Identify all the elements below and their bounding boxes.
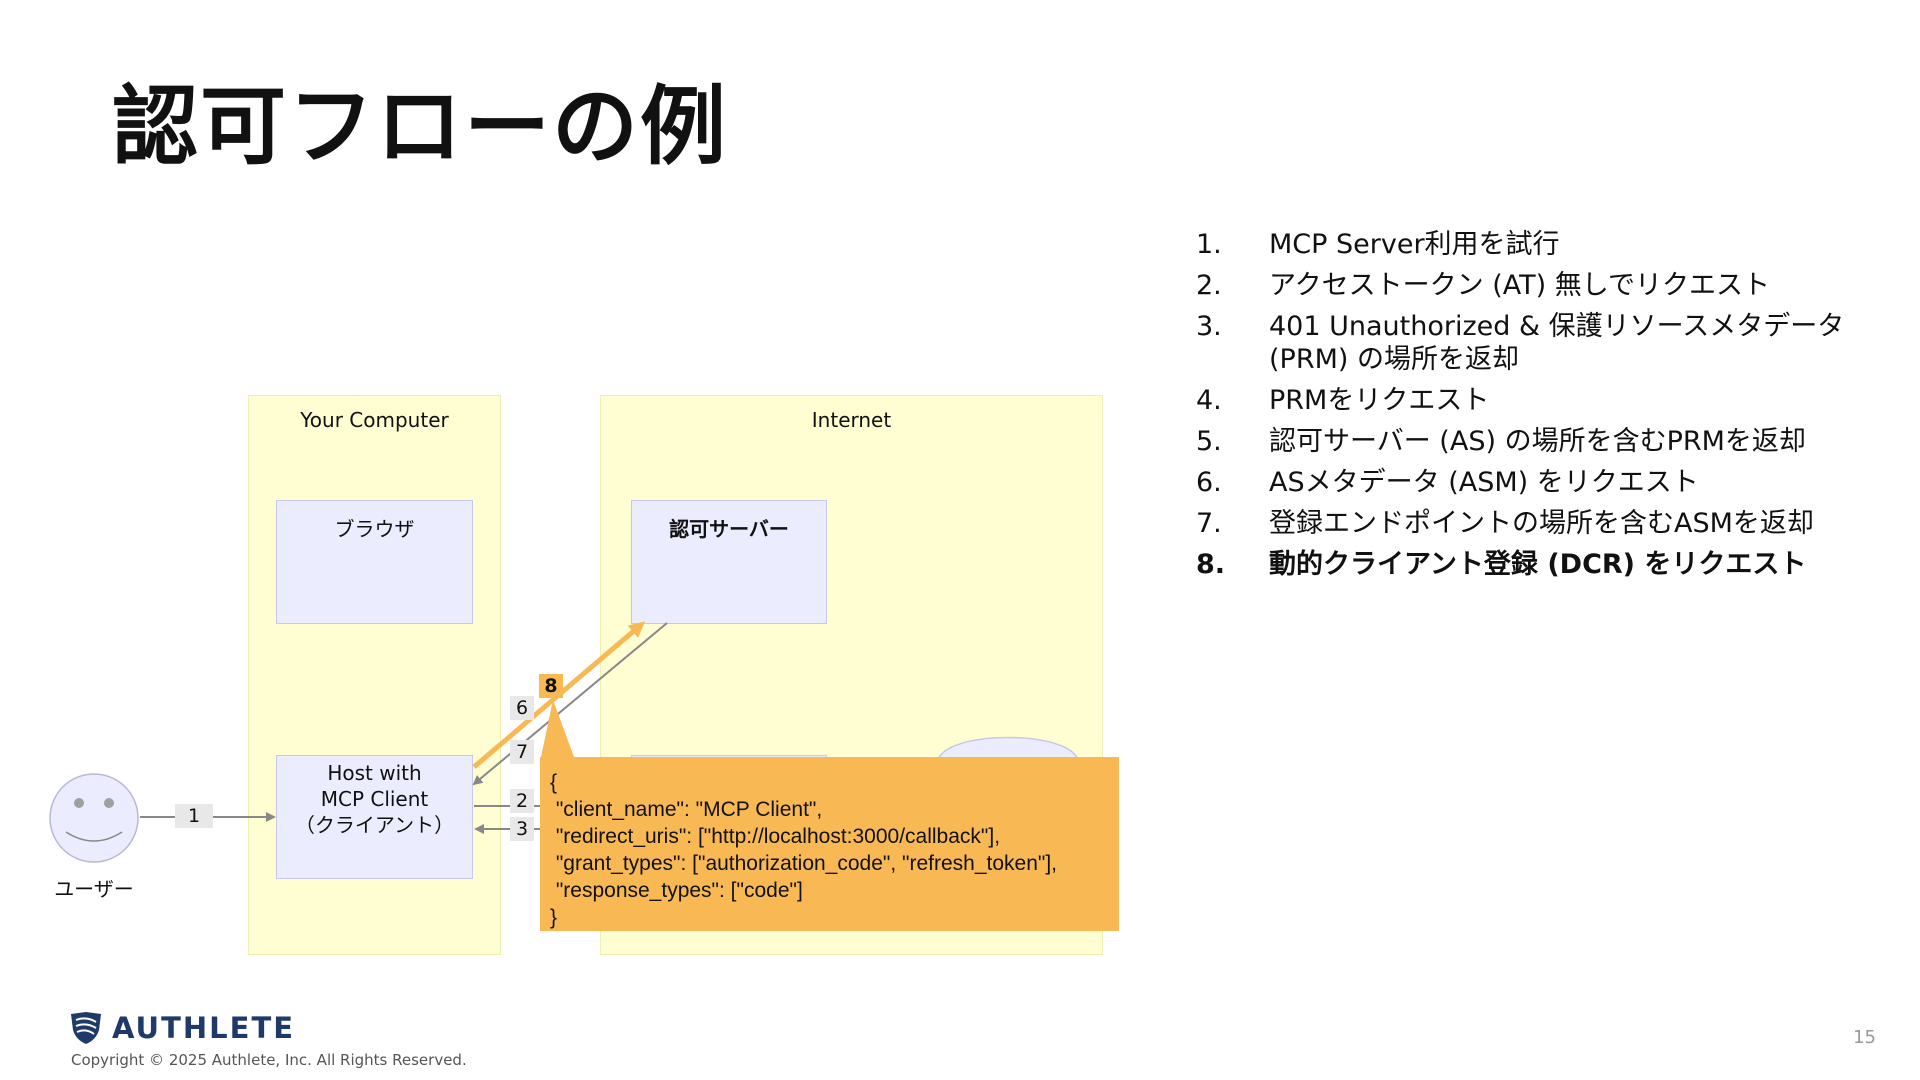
step-number: 5. [1196,426,1222,457]
step-item-1: 1. MCP Server利用を試行 [1196,228,1896,261]
node-label-host: Host with MCP Client （クライアント） [277,760,472,838]
database-shape-partial [937,736,1079,764]
node-label-host-line-3: （クライアント） [294,813,455,837]
zone-label-your-computer: Your Computer [300,408,449,432]
step-tag-7: 7 [510,740,534,764]
authlete-shield-icon [71,1012,101,1044]
step-text: MCP Server利用を試行 [1269,229,1560,260]
node-browser: ブラウザ [276,500,473,624]
step-text: (PRM) の場所を返却 [1269,344,1519,375]
step-number: 8. [1196,549,1226,580]
step-tag-6: 6 [510,696,534,720]
dcr-request-callout: { "client_name": "MCP Client", "redirect… [540,757,1119,931]
node-label-host-line-1: Host with [327,761,422,785]
authlete-logo: AUTHLETE [68,1010,295,1046]
dcr-request-line: "response_types": ["code"] [550,879,803,902]
step-number: 6. [1196,467,1222,498]
dcr-request-line: "redirect_uris": ["http://localhost:3000… [550,825,1001,848]
dcr-request-line: } [550,906,558,929]
node-host-mcp-client: Host with MCP Client （クライアント） [276,755,473,879]
node-auth-server: 認可サーバー [631,500,827,624]
node-label-browser: ブラウザ [334,517,415,541]
step-text: 認可サーバー (AS) の場所を含むPRMを返却 [1269,426,1806,457]
node-label-auth-server: 認可サーバー [669,517,789,541]
step-tag-1: 1 [175,804,213,828]
callout-pointer [541,700,574,757]
steps-list: 1. MCP Server利用を試行 2. アクセストークン (AT) 無しでリ… [1196,228,1896,589]
dcr-request-line: "client_name": "MCP Client", [550,798,823,821]
step-item-8: 8. 動的クライアント登録 (DCR) をリクエスト [1196,548,1896,581]
zone-label-internet: Internet [811,408,892,432]
dcr-request-line: "grant_types": ["authorization_code", "r… [550,852,1058,875]
step-item-3: 3. 401 Unauthorized & 保護リソースメタデータ (PRM) … [1196,310,1896,376]
node-label-host-line-2: MCP Client [320,787,429,811]
user-label: ユーザー [54,877,134,901]
copyright-text: Copyright © 2025 Authlete, Inc. All Righ… [71,1051,467,1069]
page-number: 15 [1853,1027,1876,1048]
step-number: 4. [1196,385,1222,416]
step-text: 動的クライアント登録 (DCR) をリクエスト [1269,549,1807,580]
step-item-6: 6. ASメタデータ (ASM) をリクエスト [1196,466,1896,499]
arrow-step-7 [472,622,668,786]
step-number: 2. [1196,270,1222,301]
step-item-5: 5. 認可サーバー (AS) の場所を含むPRMを返却 [1196,425,1896,458]
step-text: PRMをリクエスト [1269,385,1490,416]
step-number: 1. [1196,229,1222,260]
step-tag-8: 8 [539,674,563,698]
step-item-2: 2. アクセストークン (AT) 無しでリクエスト [1196,269,1896,302]
step-text: ASメタデータ (ASM) をリクエスト [1269,467,1699,498]
slide-title: 認可フローの例 [112,77,728,177]
step-number: 3. [1196,311,1222,342]
step-item-7: 7. 登録エンドポイントの場所を含むASMを返却 [1196,507,1896,540]
step-text: 登録エンドポイントの場所を含むASMを返却 [1269,508,1814,539]
step-tag-2: 2 [510,789,534,813]
step-text: 401 Unauthorized & 保護リソースメタデータ [1269,311,1845,342]
step-item-4: 4. PRMをリクエスト [1196,384,1896,417]
user-icon [49,773,139,863]
dcr-request-line: { [550,771,558,794]
step-number: 7. [1196,508,1222,539]
step-text: アクセストークン (AT) 無しでリクエスト [1269,270,1770,301]
step-tag-3: 3 [510,817,534,841]
logo-text: AUTHLETE [112,1011,296,1045]
